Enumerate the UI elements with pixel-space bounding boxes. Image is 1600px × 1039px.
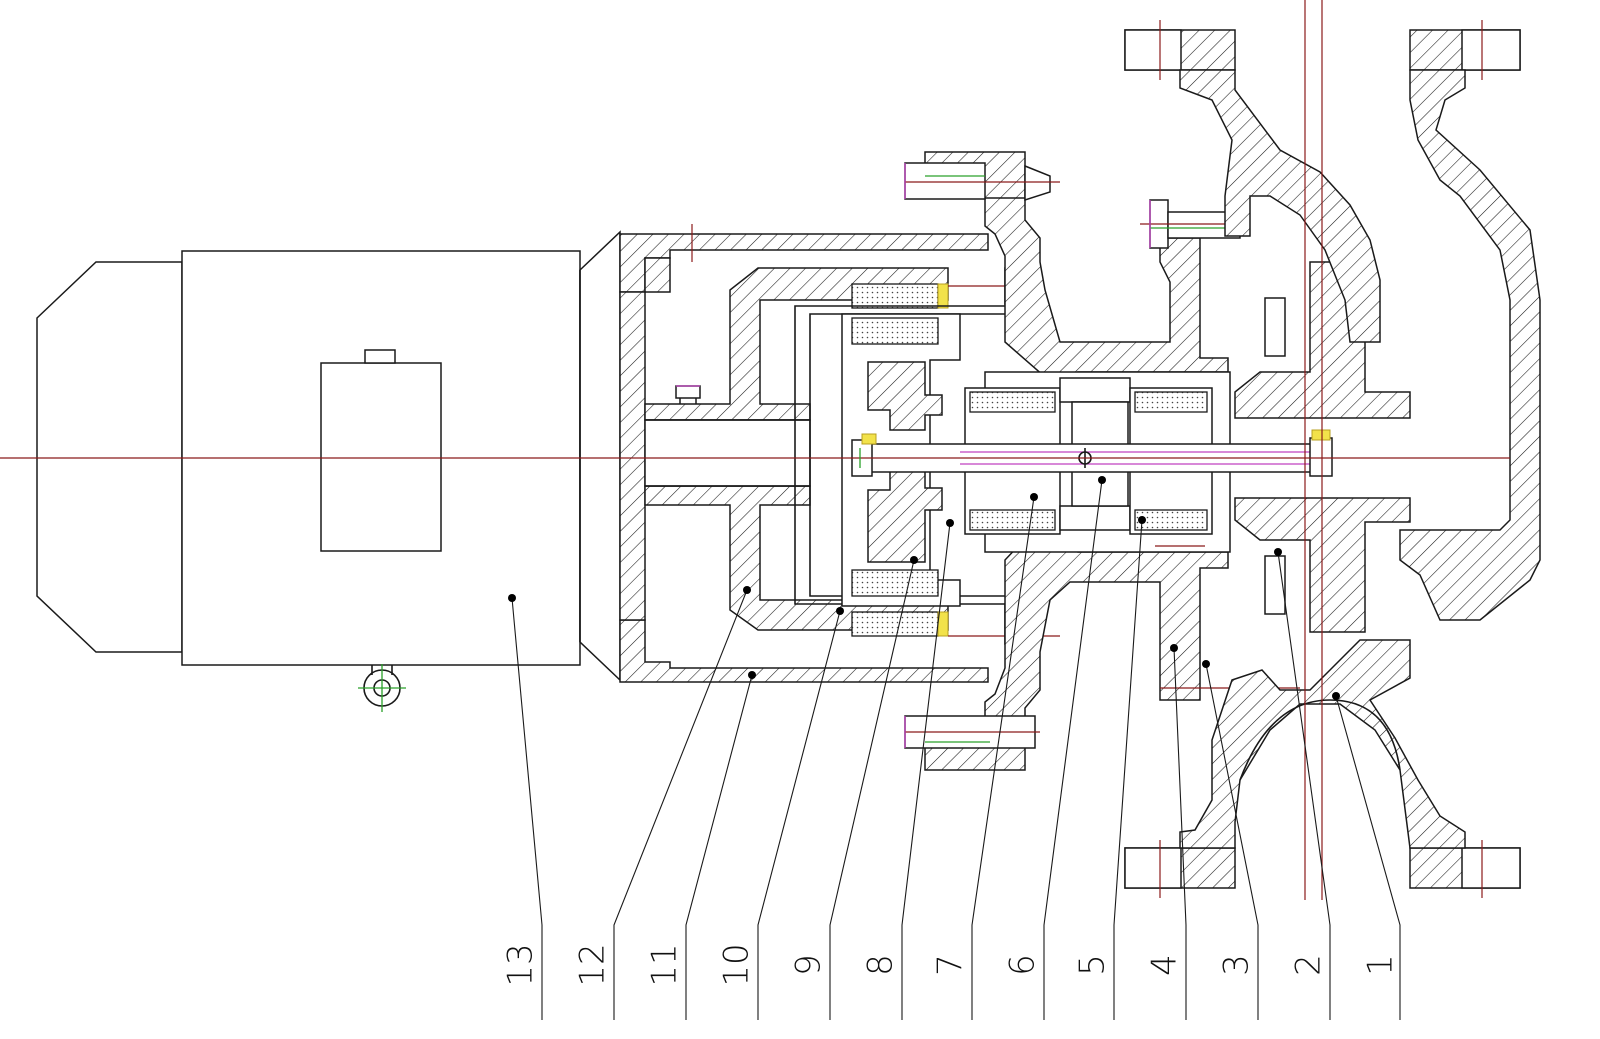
part-number-label: 7 — [931, 954, 971, 976]
leader-line-9 — [829, 559, 915, 1020]
leader-dot-12 — [743, 586, 751, 594]
leader-line-8 — [901, 522, 951, 1020]
part-number-label: 9 — [789, 954, 829, 976]
part-number-label: 3 — [1217, 954, 1257, 976]
part-number-label: 13 — [501, 943, 541, 986]
leader-dot-9 — [910, 556, 918, 564]
part-number-label: 6 — [1003, 954, 1043, 976]
part-number-label: 1 — [1361, 954, 1401, 976]
leader-dot-7 — [1030, 493, 1038, 501]
center-lines — [0, 0, 1510, 900]
leader-dot-11 — [748, 671, 756, 679]
bearing-assembly — [851, 371, 1333, 689]
part-number-label: 10 — [717, 943, 757, 986]
part-number-label: 8 — [861, 954, 901, 976]
motor — [36, 230, 621, 712]
leader-line-7 — [971, 496, 1035, 1020]
part-number-label: 2 — [1289, 954, 1329, 976]
leader-line-5 — [1113, 519, 1143, 1020]
leader-dot-6 — [1098, 476, 1106, 484]
leader-dot-8 — [946, 519, 954, 527]
leader-dot-10 — [836, 607, 844, 615]
leader-line-10 — [757, 610, 841, 1020]
leader-dot-4 — [1170, 644, 1178, 652]
leader-line-3 — [1205, 663, 1259, 1020]
leader-line-2 — [1277, 551, 1331, 1020]
part-leaders — [508, 476, 1401, 1020]
leader-dot-3 — [1202, 660, 1210, 668]
leader-line-4 — [1173, 647, 1187, 1020]
part-number-label: 11 — [645, 943, 685, 986]
part-number-label: 4 — [1145, 954, 1185, 976]
pump-body — [1124, 20, 1541, 898]
leader-dot-5 — [1138, 516, 1146, 524]
leader-dot-2 — [1274, 548, 1282, 556]
leader-line-6 — [1043, 479, 1103, 1020]
leader-line-13 — [511, 597, 543, 1020]
leader-line-11 — [685, 674, 753, 1020]
part-number-label: 5 — [1073, 954, 1113, 976]
leader-dot-13 — [508, 594, 516, 602]
part-number-label: 12 — [573, 943, 613, 986]
leader-dot-1 — [1332, 692, 1340, 700]
leader-line-1 — [1335, 695, 1401, 1020]
leader-line-12 — [613, 589, 748, 1020]
